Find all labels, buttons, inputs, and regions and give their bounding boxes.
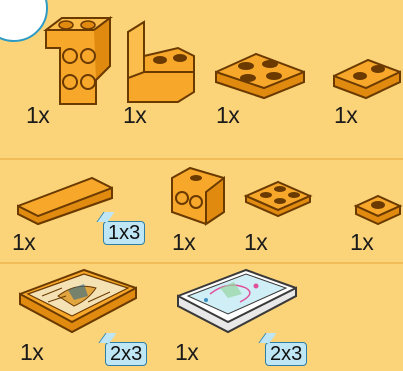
plate-2x2-part [212, 50, 308, 100]
plate-2x2-round-part [242, 178, 314, 218]
quantity-label: 1x [175, 341, 198, 364]
bracket-1x2-small-part [168, 164, 228, 230]
plate-1x2-part [332, 56, 402, 100]
plate-1x1-round-part [354, 190, 402, 226]
row-divider [0, 262, 403, 264]
quantity-label: 1x [216, 104, 239, 127]
bracket-1x2-part [122, 18, 200, 102]
printed-tile-map-part [176, 266, 300, 336]
quantity-label: 1x [20, 341, 43, 364]
size-callout: 1x3 [103, 221, 145, 245]
quantity-label: 1x [350, 231, 373, 254]
quantity-label: 1x [334, 104, 357, 127]
quantity-label: 1x [26, 104, 49, 127]
size-callout: 2x3 [105, 342, 147, 366]
row-divider [0, 158, 403, 160]
size-callout: 2x3 [265, 342, 307, 366]
bracket-2x2-part [38, 8, 118, 106]
quantity-label: 1x [244, 231, 267, 254]
printed-tile-pharaoh-part [18, 266, 140, 336]
quantity-label: 1x [123, 104, 146, 127]
quantity-label: 1x [12, 231, 35, 254]
quantity-label: 1x [172, 231, 195, 254]
